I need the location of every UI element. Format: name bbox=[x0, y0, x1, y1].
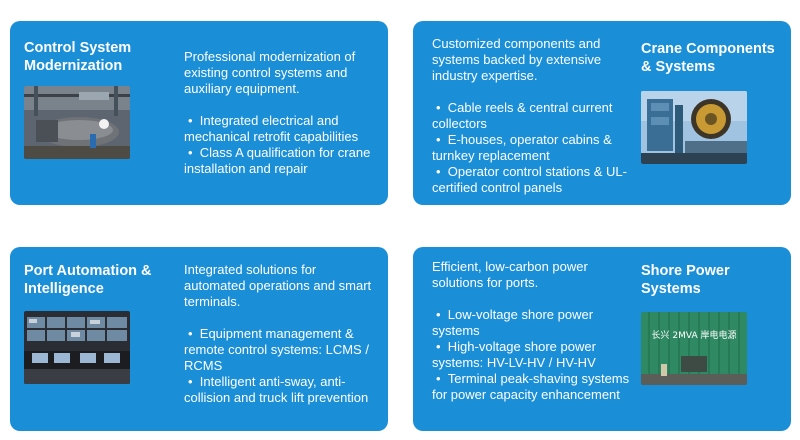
card-port-automation: Port Automation & Intelligence bbox=[10, 247, 388, 431]
bullet-item: Operator control stations & UL-certified… bbox=[432, 164, 632, 196]
card-body: Integrated solutions for automated opera… bbox=[184, 262, 379, 406]
card-body: Customized components and systems backed… bbox=[432, 36, 632, 196]
card-bullets: Integrated electrical and mechanical ret… bbox=[184, 113, 379, 177]
card-title: Control System Modernization bbox=[24, 40, 132, 74]
card-title: Port Automation & Intelligence bbox=[24, 263, 152, 297]
card-intro: Integrated solutions for automated opera… bbox=[184, 262, 372, 309]
card-title: Shore Power Systems bbox=[641, 263, 730, 297]
container-image: 长兴 2MVA 岸电电源 bbox=[641, 312, 747, 385]
bullet-item: High-voltage shore power systems: HV-LV-… bbox=[432, 339, 632, 371]
bullet-item: Intelligent anti-sway, anti-collision an… bbox=[184, 374, 379, 406]
card-bullets: Low-voltage shore power systems High-vol… bbox=[432, 307, 632, 403]
bullet-item: Integrated electrical and mechanical ret… bbox=[184, 113, 379, 145]
card-body: Efficient, low-carbon power solutions fo… bbox=[432, 259, 632, 403]
card-title: Crane Components & Systems bbox=[641, 41, 775, 75]
bullet-item: Cable reels & central current collectors bbox=[432, 100, 632, 132]
card-bullets: Equipment management & remote control sy… bbox=[184, 326, 379, 406]
card-intro: Customized components and systems backed… bbox=[432, 36, 602, 83]
container-text: 长兴 2MVA 岸电电源 bbox=[652, 329, 737, 341]
bullet-item: Equipment management & remote control sy… bbox=[184, 326, 379, 374]
bullet-item: Terminal peak-shaving systems for power … bbox=[432, 371, 632, 403]
card-intro: Professional modernization of existing c… bbox=[184, 49, 356, 96]
bullet-item: E-houses, operator cabins & turnkey repl… bbox=[432, 132, 632, 164]
card-body: Professional modernization of existing c… bbox=[184, 49, 379, 177]
bullet-item: Class A qualification for crane installa… bbox=[184, 145, 379, 177]
control-room-image bbox=[24, 311, 130, 384]
crane-image bbox=[641, 91, 747, 164]
bullet-item: Low-voltage shore power systems bbox=[432, 307, 632, 339]
workshop-image bbox=[24, 86, 130, 159]
card-intro: Efficient, low-carbon power solutions fo… bbox=[432, 259, 588, 290]
card-bullets: Cable reels & central current collectors… bbox=[432, 100, 632, 196]
card-shore-power: Shore Power Systems 长兴 2MVA 岸电电源 Efficie… bbox=[413, 247, 791, 431]
card-control-system: Control System Modernization Professiona… bbox=[10, 21, 388, 205]
card-crane-components: Crane Components & Systems Customized co… bbox=[413, 21, 791, 205]
